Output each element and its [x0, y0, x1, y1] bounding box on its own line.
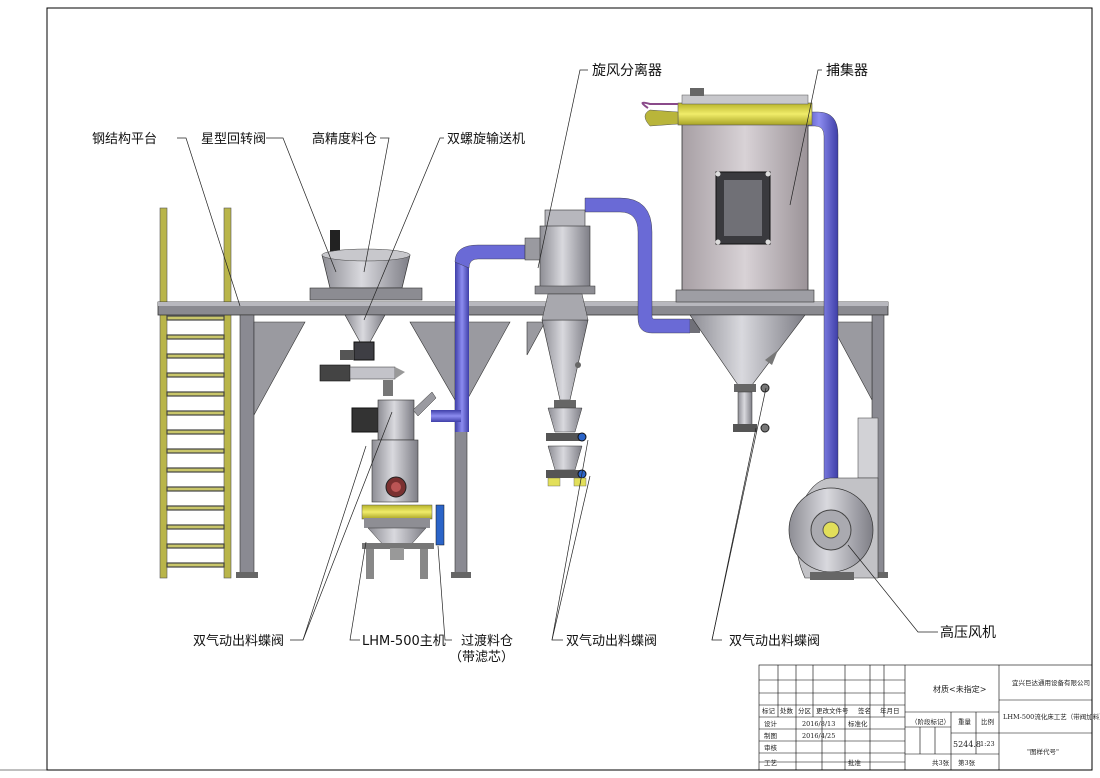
ladder-rung [166, 505, 225, 511]
tb-scale-value: 1:23 [980, 740, 995, 748]
label-butterfly-valve-2: 双气动出料蝶阀 [566, 633, 657, 649]
high-pressure-fan [788, 417, 879, 580]
tb-weight-label: 重量 [958, 718, 972, 726]
label-precision-bin: 高精度料仓 [312, 131, 377, 147]
cyclone-separator [524, 209, 596, 487]
tb-material: 材质<未指定> [933, 684, 986, 694]
title-block-text: 标记 处数 分区 更改文件号 签名 年月日 设计 2016/8/13 标准化 制… [762, 678, 1100, 767]
ladder-rung [166, 448, 225, 454]
tb-design: 设计 [764, 719, 778, 728]
ladder-rung [166, 562, 225, 568]
tb-sheet-no: 第3张 [958, 758, 976, 767]
label-star-valve: 星型回转阀 [201, 132, 266, 147]
ladder-rung [166, 391, 225, 397]
label-cyclone: 旋风分离器 [592, 62, 662, 79]
ladder-rung [166, 524, 225, 530]
ladder-rung [166, 429, 225, 435]
tb-header-sign: 签名 [858, 706, 871, 715]
dust-collector [641, 88, 815, 433]
ladder-rung [166, 334, 225, 340]
ladder-rung [166, 410, 225, 416]
tb-header-change-doc: 更改文件号 [816, 706, 849, 715]
twin-screw-conveyor [319, 364, 405, 396]
tb-company: 宜兴巨达通用设备有限公司 [1012, 678, 1090, 687]
tb-scale-label: 比例 [981, 717, 994, 726]
tb-approve: 批准 [848, 758, 862, 767]
ladder-rung [166, 486, 225, 492]
label-collector: 捕集器 [826, 62, 868, 79]
leader-lines [177, 69, 938, 641]
tb-header-count: 处数 [780, 706, 794, 715]
tb-draw-date: 2016/4/25 [802, 732, 835, 740]
tb-standard: 标准化 [848, 719, 868, 728]
tb-header-date: 年月日 [880, 706, 900, 715]
label-transition-bin: 过渡料仓 [461, 633, 513, 649]
ladder-rung [166, 543, 225, 549]
ladder-rung [166, 315, 225, 321]
title-block [758, 664, 1093, 771]
label-steel-platform: 钢结构平台 [92, 132, 157, 147]
tb-review: 审核 [764, 743, 778, 752]
air-ducts [431, 111, 839, 521]
tb-process: 工艺 [764, 759, 778, 767]
tb-header-mark: 标记 [762, 706, 776, 715]
access-ladder [159, 207, 232, 579]
lhm500-main-unit [351, 391, 445, 579]
ladder-rung [166, 353, 225, 359]
tb-design-date: 2016/8/13 [802, 720, 835, 728]
label-butterfly-valve-1: 双气动出料蝶阀 [193, 633, 284, 649]
label-high-pressure-fan: 高压风机 [940, 624, 996, 641]
tb-header-zone: 分区 [798, 706, 812, 715]
tb-total-sheets: 共3张 [932, 758, 950, 767]
ladder-rung [166, 467, 225, 473]
label-butterfly-valve-3: 双气动出料蝶阀 [729, 633, 820, 649]
tb-drawing-title: LHM-500流化床工艺（带阀加料） [1003, 712, 1100, 721]
tb-stage-mark: （阶段标记） [911, 717, 950, 726]
tb-draw: 制图 [764, 731, 777, 740]
tb-drawing-code: "图样代号" [1027, 747, 1059, 756]
label-transition-bin-note: （带滤芯） [449, 650, 514, 665]
tb-weight-value: 5244.8 [953, 740, 981, 749]
label-twin-screw: 双螺旋输送机 [447, 131, 525, 147]
label-main-machine: LHM-500主机 [362, 634, 446, 649]
sheet-border [46, 7, 1093, 771]
ladder-rung [166, 372, 225, 378]
